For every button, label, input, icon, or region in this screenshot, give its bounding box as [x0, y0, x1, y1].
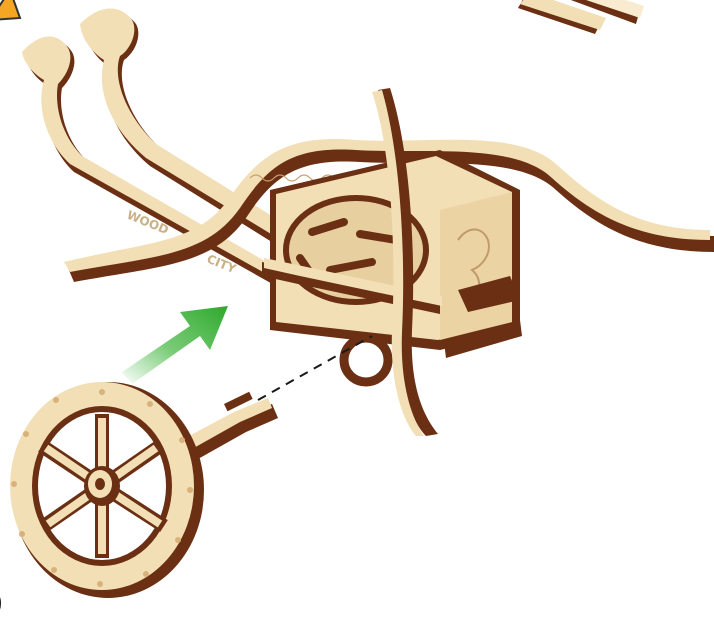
- warning-triangle-icon: [0, 0, 20, 20]
- edge-text-fragment: ): [0, 586, 3, 617]
- cart-wheel: [10, 382, 204, 598]
- axle-stick-top-part: [518, 0, 644, 34]
- green-arrow-icon: [122, 306, 228, 384]
